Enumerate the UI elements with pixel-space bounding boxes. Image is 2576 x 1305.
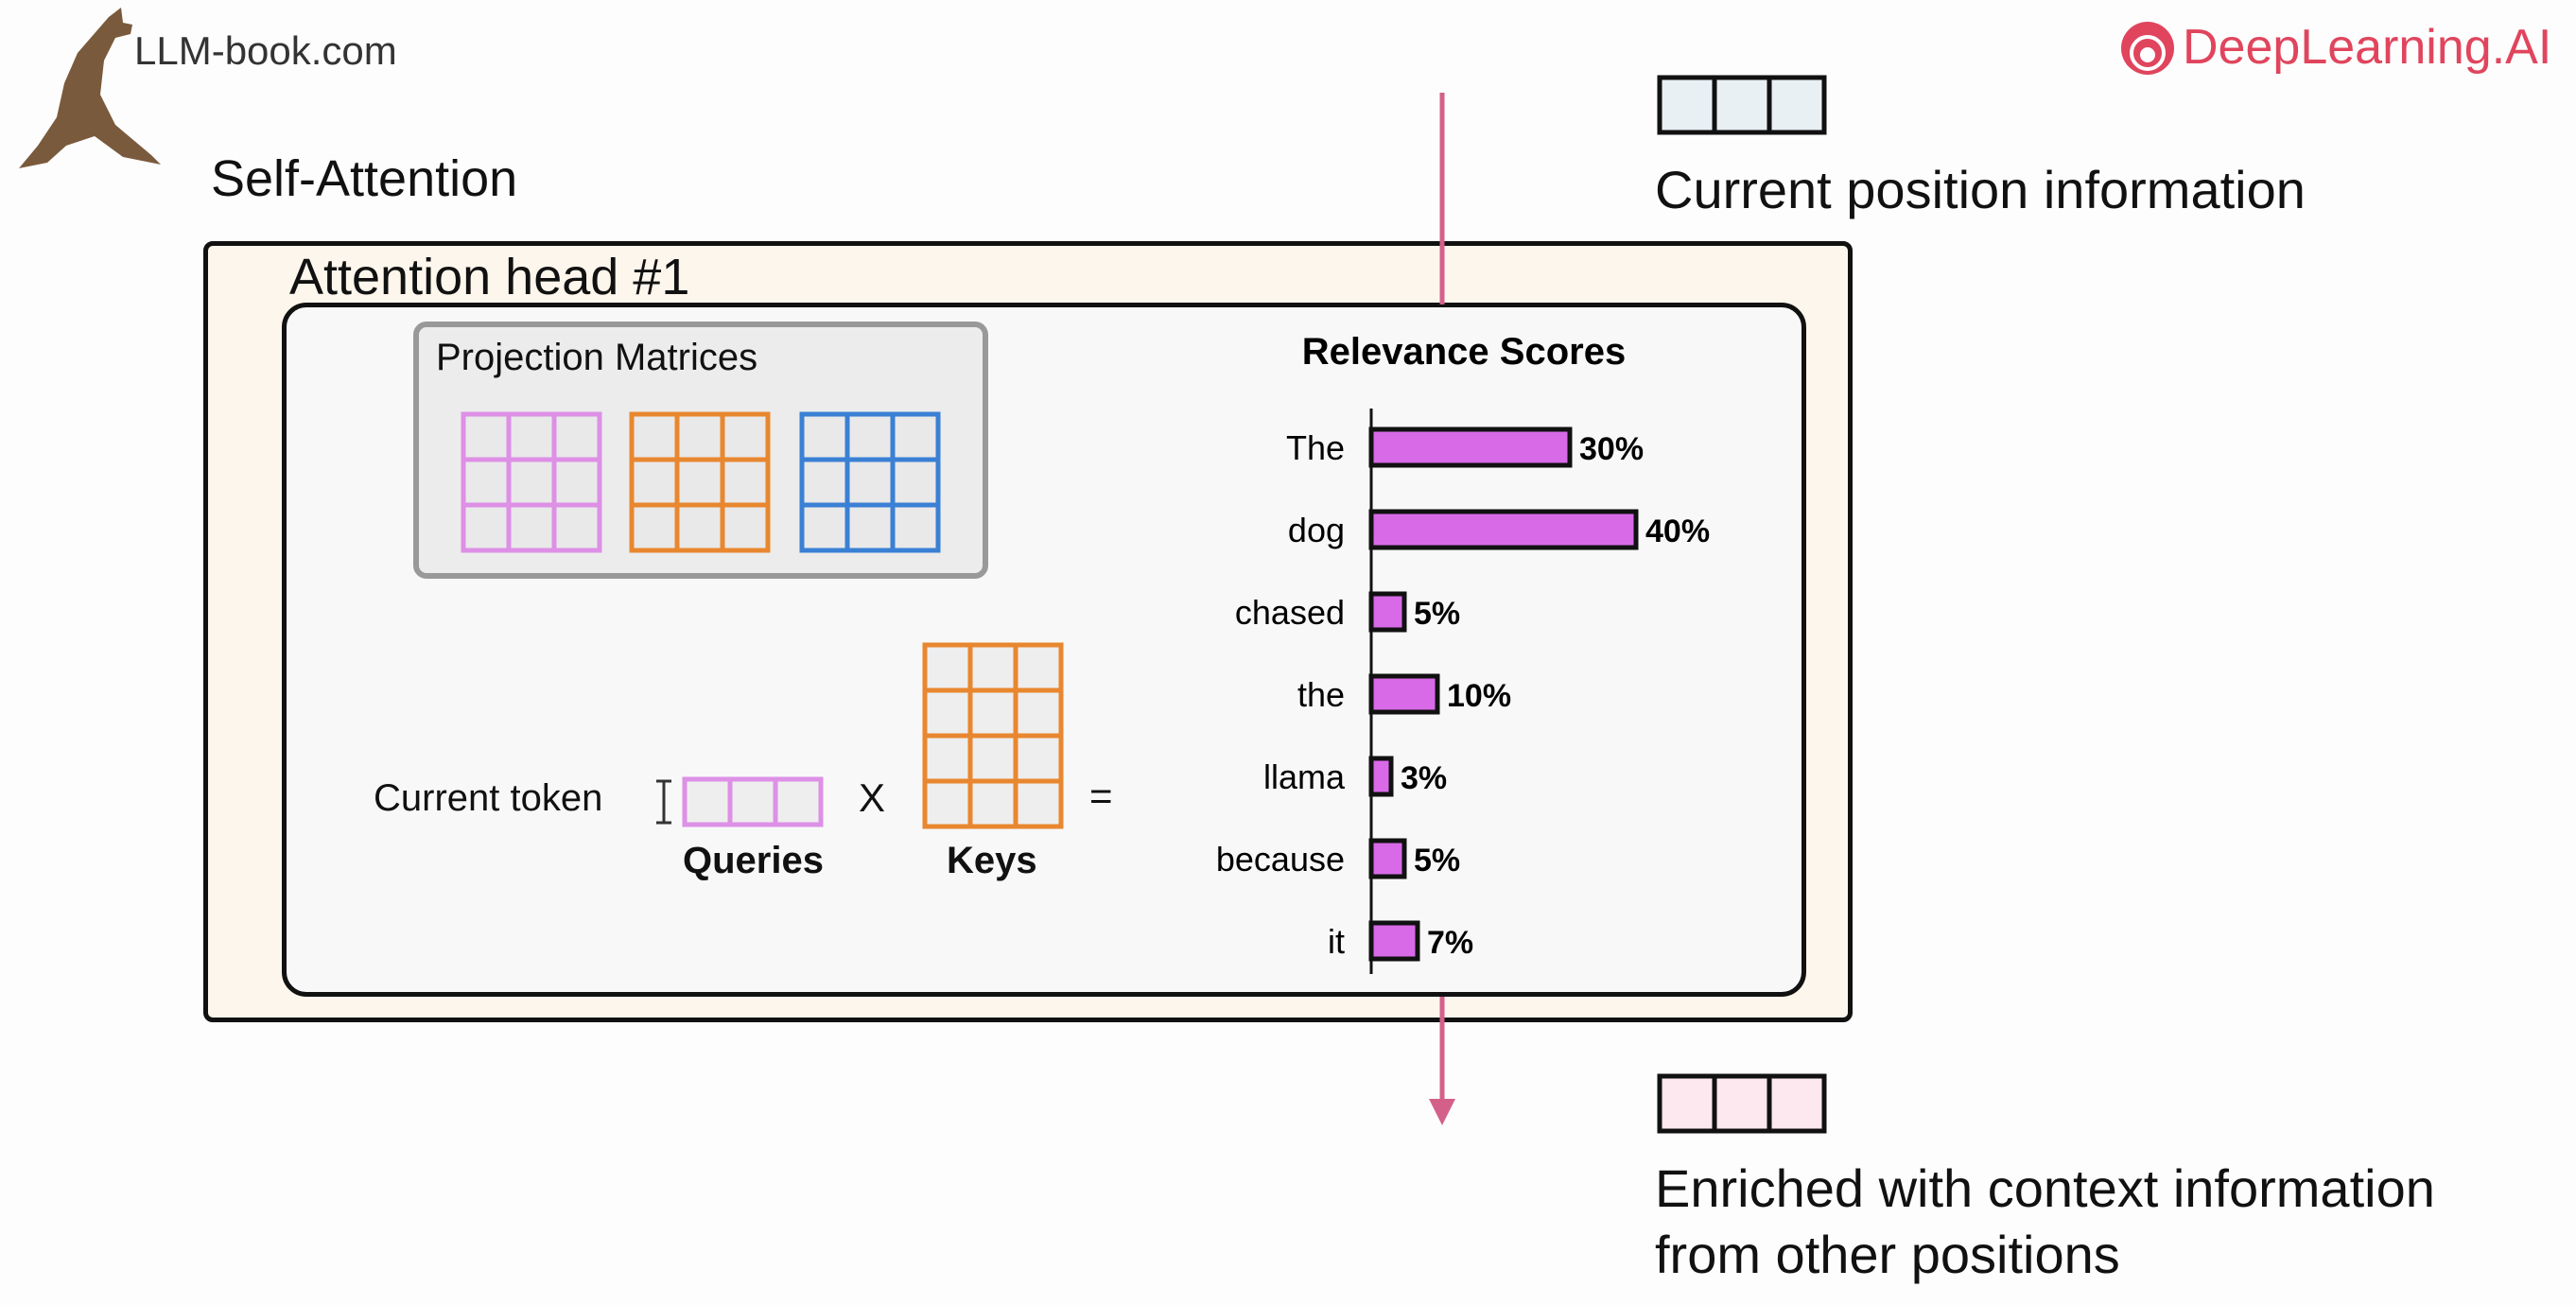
equals-symbol: =	[1089, 774, 1113, 818]
slide-title: Self-Attention	[211, 150, 518, 207]
value-label: 7%	[1427, 925, 1473, 961]
keys-matrix	[922, 642, 1064, 829]
text-cursor-icon	[656, 779, 671, 825]
bar-6	[1368, 838, 1407, 879]
projection-matrices-title: Projection Matrices	[436, 337, 758, 378]
grid-frame	[1657, 75, 1827, 135]
grid-frame	[1657, 1073, 1827, 1134]
bar-1	[1368, 426, 1573, 468]
bar-4	[1368, 673, 1440, 715]
category-label: The	[1286, 428, 1345, 467]
category-label: llama	[1263, 757, 1346, 796]
current-token-label: Current token	[374, 777, 603, 819]
llm-book-logo: LLM-book.com	[134, 28, 397, 73]
current-position-label: Current position information	[1655, 160, 2306, 219]
current-position-vector	[1657, 75, 1827, 135]
value-label: 40%	[1645, 513, 1710, 549]
category-label: dog	[1288, 511, 1345, 549]
deeplearning-ai-icon	[2121, 22, 2174, 75]
grid-frame	[682, 776, 824, 827]
flow-arrow	[1429, 93, 1455, 1125]
key-projection-matrix	[629, 411, 771, 553]
enriched-vector	[1657, 1073, 1827, 1134]
value-label: 30%	[1579, 431, 1644, 467]
bar-7	[1368, 920, 1420, 962]
category-label: it	[1328, 922, 1345, 961]
grid-frame	[799, 411, 941, 553]
arrow-head	[1429, 1099, 1455, 1125]
enriched-label-line1: Enriched with context information	[1655, 1158, 2435, 1218]
bar-5	[1368, 756, 1394, 797]
value-label: 3%	[1401, 760, 1447, 796]
keys-label: Keys	[947, 840, 1037, 881]
bar-2	[1368, 509, 1639, 550]
query-vector	[682, 776, 824, 827]
grid-frame	[629, 411, 771, 553]
bar-3	[1368, 591, 1407, 633]
kangaroo-icon	[19, 8, 161, 168]
attention-head-title: Attention head #1	[289, 249, 690, 305]
category-label: because	[1216, 840, 1345, 879]
grid-frame	[461, 411, 602, 553]
chart-title: Relevance Scores	[1302, 331, 1626, 373]
query-projection-matrix	[461, 411, 602, 553]
category-label: the	[1297, 675, 1345, 714]
enriched-label: Enriched with context information from o…	[1655, 1156, 2435, 1288]
queries-label: Queries	[683, 840, 824, 881]
value-label: 5%	[1414, 843, 1460, 879]
value-label: 10%	[1447, 678, 1511, 714]
value-projection-matrix	[799, 411, 941, 553]
enriched-label-line2: from other positions	[1655, 1225, 2120, 1284]
times-symbol: X	[859, 775, 886, 820]
deeplearning-ai-logo: DeepLearning.AI	[2183, 20, 2552, 75]
value-label: 5%	[1414, 596, 1460, 632]
category-label: chased	[1235, 593, 1345, 632]
